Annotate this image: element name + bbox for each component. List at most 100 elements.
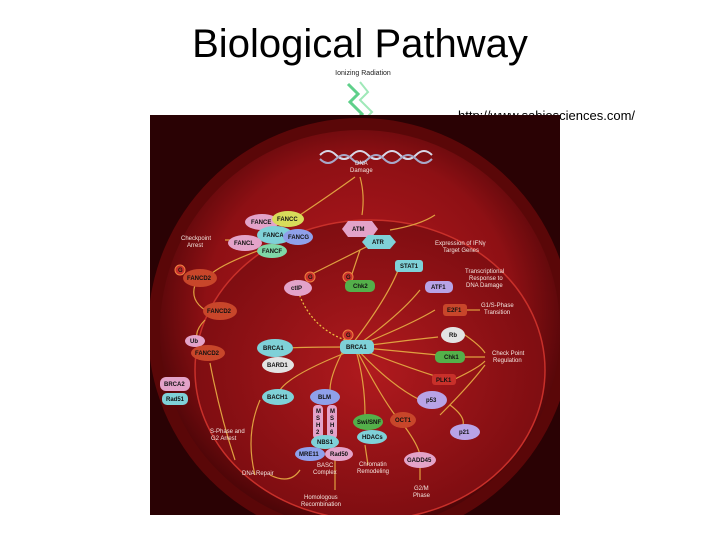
dna-damage-label-1: DNA	[355, 161, 368, 167]
label-fanca: FANCA	[263, 233, 284, 239]
node-p21	[450, 424, 480, 440]
outcome-dna-repair: DNA Repair	[242, 471, 274, 477]
label-chk1: Chk1	[444, 355, 459, 361]
node-g-ctip	[304, 271, 316, 283]
label-rad51: Rad51	[166, 397, 185, 403]
label-g-center: G	[346, 333, 351, 339]
label-msh2-2: S	[316, 416, 320, 422]
node-chk2	[345, 280, 375, 292]
outcome-sphase-2: G2 Arrest	[211, 436, 237, 442]
node-nbs1	[311, 435, 339, 449]
dna-helix-icon	[319, 150, 433, 164]
label-msh6-2: S	[330, 416, 334, 422]
outcome-checkpoint-arrest-2: Arrest	[187, 243, 203, 249]
node-oct1	[390, 412, 416, 428]
label-atr: ATR	[372, 240, 385, 246]
node-rad50	[325, 447, 353, 461]
outcome-homologous-2: Recombination	[301, 502, 341, 508]
slide-title: Biological Pathway	[192, 22, 528, 66]
label-fancg: FANCG	[288, 235, 309, 241]
outcome-g1s-2: Transition	[484, 310, 510, 316]
label-mre11: MRE11	[299, 452, 319, 458]
node-msh6	[327, 405, 337, 439]
label-stat1: STAT1	[400, 264, 419, 270]
outcome-g2m-2: Phase	[413, 493, 431, 499]
node-fancl	[228, 235, 262, 251]
label-msh2-3: H	[316, 423, 320, 429]
node-stat1	[395, 260, 423, 272]
node-atf1	[425, 281, 453, 293]
outcome-sphase-1: S-Phase and	[210, 429, 245, 435]
label-basc-2: Complex	[313, 470, 337, 476]
node-p53	[417, 391, 447, 409]
node-msh2	[313, 405, 323, 439]
node-hdacs	[357, 430, 387, 444]
label-rad50: Rad50	[330, 452, 349, 458]
label-gadd45: GADD45	[407, 458, 432, 464]
node-rad51	[162, 393, 188, 405]
label-g-chk2: G	[346, 275, 351, 281]
label-fancd2-ub: FANCD2	[195, 351, 220, 357]
label-brca1-center: BRCA1	[346, 345, 367, 351]
label-e2f1: E2F1	[447, 308, 462, 314]
label-g-fancd2: G	[178, 268, 183, 274]
ionizing-radiation-label: Ionizing Radiation	[335, 70, 391, 77]
node-chk1	[435, 351, 465, 363]
label-swisnf: Swi/SNF	[357, 420, 381, 426]
label-fance: FANCE	[251, 220, 271, 226]
node-blm	[310, 389, 340, 405]
outcome-homologous-1: Homologous	[304, 495, 338, 501]
label-blm: BLM	[318, 395, 331, 401]
node-brca1-left	[257, 339, 293, 357]
node-rb	[441, 327, 465, 343]
outcome-g1s-1: G1/S-Phase	[481, 303, 514, 309]
label-brca2: BRCA2	[164, 382, 185, 388]
node-swisnf	[353, 414, 383, 430]
label-bach1: BACH1	[267, 395, 288, 401]
node-bard1	[262, 357, 294, 373]
outcome-chromatin-1: Chromatin	[359, 462, 387, 468]
label-g-ctip: G	[308, 275, 313, 281]
outcome-g2m-1: G2/M	[414, 486, 429, 492]
outcome-checkpoint-reg-2: Regulation	[493, 358, 522, 364]
node-fancd2-ub	[191, 345, 225, 361]
label-basc-1: BASC	[317, 463, 334, 469]
node-fancd2-mid	[203, 302, 237, 320]
dna-damage-label-2: Damage	[350, 168, 373, 174]
node-ctip	[284, 280, 312, 296]
label-ctip: ctIP	[291, 286, 302, 292]
node-fance	[245, 214, 279, 230]
label-fancc: FANCC	[277, 217, 298, 223]
label-atm: ATM	[352, 227, 365, 233]
outcome-transcriptional-3: DNA Damage	[466, 283, 503, 289]
node-plk1	[432, 374, 456, 385]
outcome-ifn-1: Expression of IFNγ	[435, 241, 486, 247]
label-plk1: PLK1	[436, 378, 452, 384]
node-mre11	[295, 447, 325, 461]
node-e2f1	[443, 304, 467, 316]
node-fancg	[283, 229, 313, 245]
pathway-diagram: DNA Damage	[150, 115, 560, 515]
label-bard1: BARD1	[267, 363, 288, 369]
outcome-checkpoint-reg-1: Check Point	[492, 351, 525, 357]
node-g-fancd2	[174, 264, 186, 276]
label-nbs1: NBS1	[317, 440, 334, 446]
node-fancf	[257, 244, 287, 258]
node-fancc	[272, 211, 304, 227]
label-fancd2-top: FANCD2	[187, 276, 212, 282]
label-msh6-3: H	[330, 423, 334, 429]
outcome-checkpoint-arrest-1: Checkpoint	[181, 236, 211, 242]
label-oct1: OCT1	[395, 418, 412, 424]
label-hdacs: HDACs	[362, 435, 383, 441]
label-msh2-4: 2	[316, 430, 320, 436]
label-p53: p53	[426, 398, 437, 404]
label-msh6-1: M	[330, 409, 335, 415]
node-atr	[362, 235, 396, 249]
outcome-chromatin-2: Remodeling	[357, 469, 389, 475]
label-ub: Ub	[190, 339, 198, 345]
node-bach1	[262, 389, 294, 405]
label-p21: p21	[459, 430, 470, 436]
nucleus	[194, 219, 546, 515]
label-rb: Rb	[449, 333, 457, 339]
label-msh2-1: M	[316, 409, 321, 415]
